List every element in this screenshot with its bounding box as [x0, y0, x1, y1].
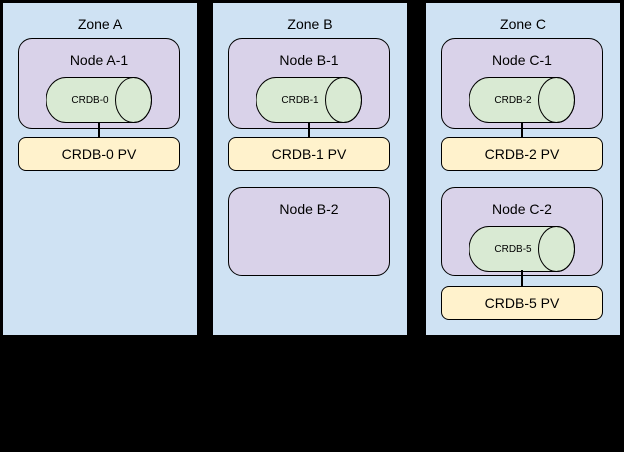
- crdb-1-cylinder: CRDB-1: [256, 77, 362, 123]
- database-cylinder-icon: [46, 77, 152, 123]
- node-c-2: Node C-2 CRDB-5: [441, 187, 603, 276]
- crdb-2-label: CRDB-2: [494, 94, 532, 106]
- node-c-1-title: Node C-1: [492, 52, 552, 68]
- node-b-1: Node B-1 CRDB-1: [228, 38, 390, 129]
- zone-a: Zone A Node A-1 CRDB-0 CRDB-0 PV: [2, 2, 198, 336]
- crdb-0-pv-box: CRDB-0 PV: [18, 137, 180, 171]
- zone-c-title: Zone C: [500, 16, 546, 32]
- crdb-0-label: CRDB-0: [71, 94, 109, 106]
- node-c-1: Node C-1 CRDB-2: [441, 38, 603, 129]
- database-cylinder-icon: [469, 226, 575, 272]
- node-b-2: Node B-2: [228, 187, 390, 276]
- crdb-5-cylinder: CRDB-5: [469, 226, 575, 272]
- node-a-1-title: Node A-1: [69, 52, 129, 68]
- crdb-0-connector-line: [98, 122, 100, 138]
- zone-b-title: Zone B: [287, 16, 333, 32]
- crdb-1-connector-line: [308, 122, 310, 138]
- crdb-5-label: CRDB-5: [494, 243, 532, 255]
- node-c-2-title: Node C-2: [492, 201, 552, 217]
- crdb-2-pv-box: CRDB-2 PV: [441, 137, 603, 171]
- zone-a-title: Zone A: [77, 16, 123, 32]
- node-a-1: Node A-1 CRDB-0: [18, 38, 180, 129]
- crdb-2-cylinder: CRDB-2: [469, 77, 575, 123]
- node-b-1-title: Node B-1: [279, 52, 339, 68]
- crdb-5-connector-line: [521, 270, 523, 287]
- crdb-1-label: CRDB-1: [281, 94, 319, 106]
- database-cylinder-icon: [256, 77, 362, 123]
- crdb-0-cylinder: CRDB-0: [46, 77, 152, 123]
- node-b-2-title: Node B-2: [279, 201, 339, 217]
- database-cylinder-icon: [469, 77, 575, 123]
- crdb-5-pv-box: CRDB-5 PV: [441, 286, 603, 320]
- zone-b: Zone B Node B-1 CRDB-1 CRDB-1 PV Node B-…: [212, 2, 408, 336]
- zone-c: Zone C Node C-1 CRDB-2 CRDB-2 PV Node C-…: [425, 2, 621, 336]
- crdb-2-connector-line: [521, 122, 523, 138]
- crdb-1-pv-box: CRDB-1 PV: [228, 137, 390, 171]
